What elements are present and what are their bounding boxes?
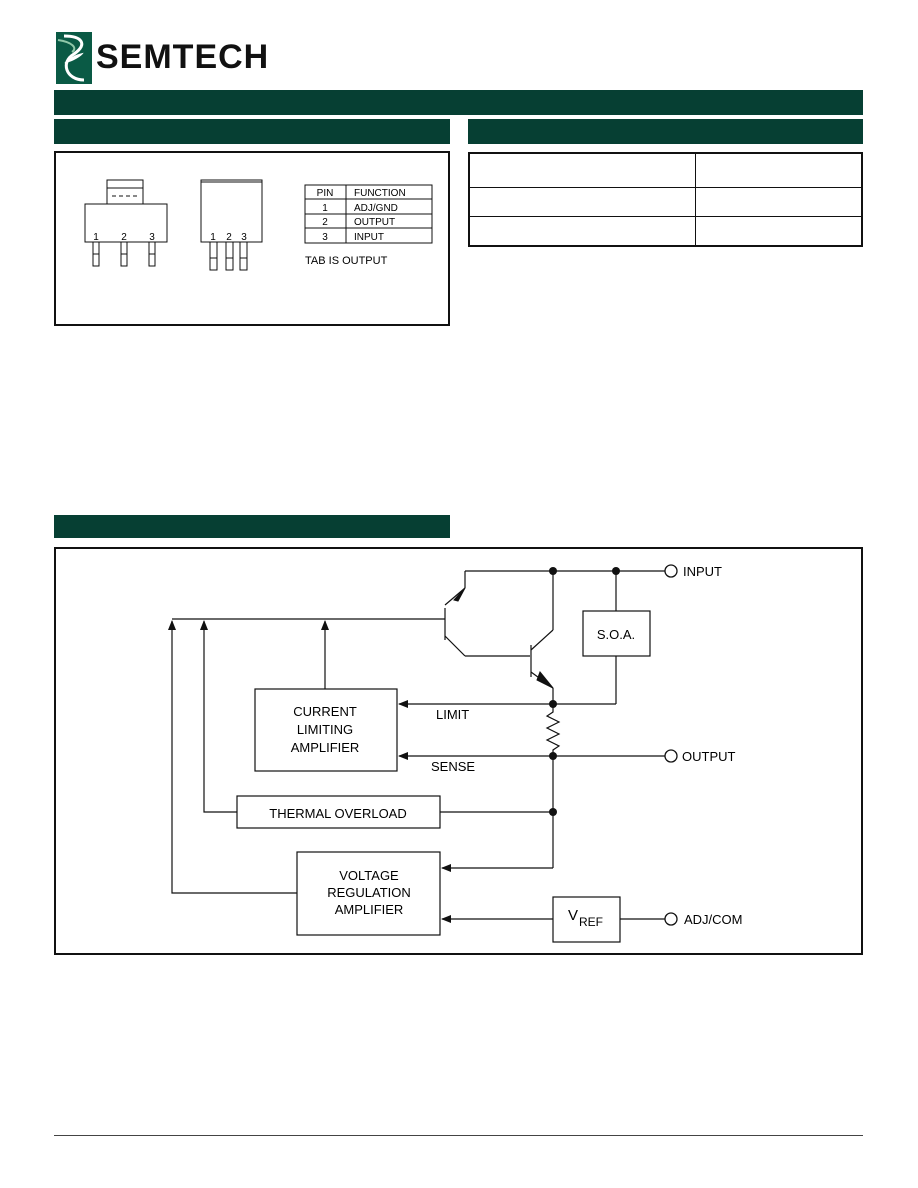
table-cell — [468, 216, 696, 247]
q1-collector-leg — [444, 587, 466, 606]
q1-arrow-icon — [453, 587, 466, 602]
pkg2-pin-1: 1 — [210, 232, 216, 243]
pin-table-header-pin: PIN — [317, 188, 334, 199]
voltage-regulation-line-3: AMPLIFIER — [335, 902, 404, 917]
q2-collector-leg — [530, 629, 554, 651]
q2-arrow-icon — [536, 671, 554, 689]
pin-table-row-1-function: ADJ/GND — [354, 203, 398, 214]
junction-dot — [549, 808, 557, 816]
block-diagram-box — [54, 547, 863, 955]
junction-dot — [549, 700, 557, 708]
table-cell — [468, 187, 696, 217]
vref-sub-label: REF — [579, 915, 603, 929]
pin-table-row-2-pin: 2 — [322, 217, 328, 228]
voltage-regulation-line-1: VOLTAGE — [339, 868, 399, 883]
vref-block — [552, 896, 621, 943]
pin-function-table — [304, 184, 433, 244]
pin-table-row-2-function: OUTPUT — [354, 217, 395, 228]
input-label: INPUT — [683, 564, 722, 579]
pin-table-header-function: FUNCTION — [354, 188, 406, 199]
company-name: SEMTECH — [96, 38, 270, 76]
sense-resistor — [545, 704, 561, 756]
ordering-bar — [468, 119, 863, 144]
pkg2-pin-2: 2 — [226, 232, 232, 243]
limit-label: LIMIT — [436, 707, 469, 722]
voltage-regulation-line-2: REGULATION — [327, 885, 411, 900]
table-row — [468, 187, 863, 217]
thermal-overload-label: THERMAL OVERLOAD — [269, 806, 407, 821]
sense-label: SENSE — [431, 759, 475, 774]
current-limiting-line-3: AMPLIFIER — [291, 740, 360, 755]
footer-rule — [54, 1135, 863, 1136]
ordering-table — [468, 152, 863, 247]
table-row — [468, 216, 863, 247]
soa-block — [582, 610, 651, 657]
soa-label: S.O.A. — [597, 627, 635, 642]
block-diagram-bar — [54, 515, 450, 538]
vref-main-label: V — [568, 907, 578, 924]
current-limiting-line-2: LIMITING — [297, 722, 353, 737]
output-terminal-icon — [664, 749, 678, 763]
junction-dot — [612, 567, 620, 575]
package-2-drawing — [200, 179, 263, 271]
pkg1-pin-3: 3 — [149, 232, 155, 243]
pkg1-pin-1: 1 — [93, 232, 99, 243]
pin-table-row-1-pin: 1 — [322, 203, 328, 214]
table-cell — [695, 187, 863, 217]
current-limiting-block — [254, 688, 398, 772]
thermal-overload-block — [236, 795, 441, 829]
package-1-drawing — [84, 179, 168, 267]
voltage-regulation-block — [296, 851, 441, 936]
pin-config-bar — [54, 119, 450, 144]
q1-emitter-leg — [444, 635, 466, 657]
package-drawings: 1 2 3 1 2 3 PIN FUNCTION 1 ADJ/GND 2 OUT… — [84, 179, 433, 271]
input-terminal-icon — [664, 564, 678, 578]
table-cell — [695, 216, 863, 247]
semtech-s-icon — [56, 32, 92, 84]
junction-dot — [549, 567, 557, 575]
table-row — [468, 152, 863, 188]
pkg1-pin-2: 2 — [121, 232, 127, 243]
adj-terminal-icon — [664, 912, 678, 926]
current-limiting-line-1: CURRENT — [293, 704, 357, 719]
pin-table-row-3-pin: 3 — [322, 232, 328, 243]
header-bar — [54, 90, 863, 115]
table-cell — [695, 152, 863, 188]
pkg2-pin-3: 3 — [241, 232, 247, 243]
output-label: OUTPUT — [682, 749, 736, 764]
pin-config-box — [54, 151, 450, 326]
tab-note: TAB IS OUTPUT — [305, 255, 388, 267]
pin-table-row-3-function: INPUT — [354, 232, 384, 243]
adj-com-label: ADJ/COM — [684, 912, 743, 927]
junction-dot — [549, 752, 557, 760]
